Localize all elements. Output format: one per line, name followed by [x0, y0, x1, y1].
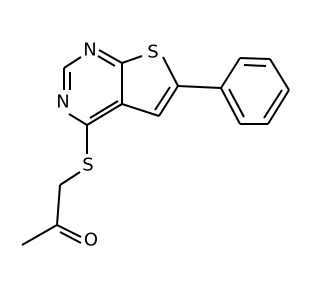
bond-n1-c2 [63, 56, 82, 69]
bond-c7a-n1-inner [97, 55, 116, 67]
bond-c7a-s [121, 55, 143, 64]
bond-co-o [56, 224, 82, 238]
bond-ph-c6-c1 [220, 87, 241, 125]
bond-ph-c3-c4 [269, 58, 290, 91]
bond-c4-c4a [86, 103, 123, 126]
atom-label-o-carbonyl: O [84, 230, 98, 251]
bond-s-c6 [162, 56, 179, 87]
atom-label-s-ring: S [147, 42, 158, 63]
bond-co-o-double [59, 231, 82, 244]
bond-ph-c4-c5 [267, 89, 290, 125]
atom-label-n1: N [83, 40, 96, 61]
bond-ph-c2-c3 [239, 57, 271, 60]
bond-c4-c4a-inner [89, 100, 119, 119]
bond-c7a-n1 [98, 49, 123, 64]
bond-ph-c4-c5-inner [263, 89, 283, 119]
structure-canvas: N N S S O [21, 40, 290, 251]
atom-label-s-thioether: S [82, 155, 93, 176]
bond-c5-c4a [121, 103, 160, 117]
bond-ph-c2-c3-inner [243, 64, 267, 67]
chemical-structure-diagram: N N S S O [21, 40, 290, 251]
atom-label-n3: N [56, 92, 69, 113]
bond-ph-c6-c1-inner [228, 88, 245, 118]
bond-c6-c5-inner [154, 86, 171, 111]
bond-s-ch2 [59, 171, 81, 186]
bond-c6-c5 [158, 85, 179, 117]
bond-n3-c4 [68, 113, 88, 126]
bond-c6-phenyl [177, 85, 222, 89]
bond-ph-c1-c2 [220, 57, 241, 89]
bond-ch2-co [56, 184, 61, 226]
bond-co-ch3 [21, 224, 58, 246]
